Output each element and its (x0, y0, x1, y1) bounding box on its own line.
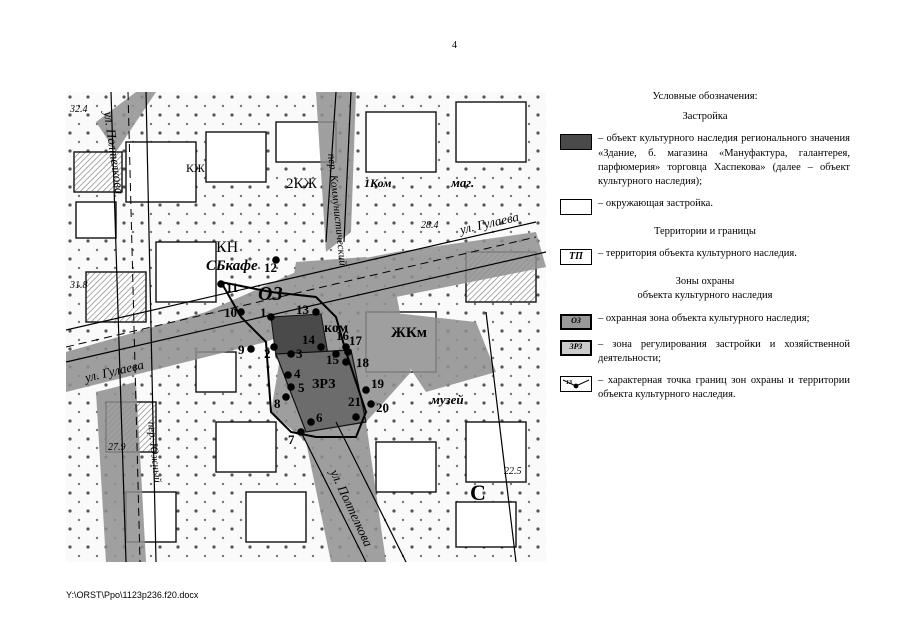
legend-item-territory: ТП – территория объекта культурного насл… (560, 247, 850, 266)
svg-text:32.4: 32.4 (69, 104, 88, 115)
svg-text:6: 6 (316, 410, 323, 425)
svg-text:20: 20 (376, 400, 389, 415)
svg-text:11: 11 (226, 280, 238, 295)
oz-swatch: ОЗ (560, 313, 592, 330)
svg-text:5: 5 (298, 380, 305, 395)
svg-text:ЖКм: ЖКм (391, 325, 427, 341)
svg-text:8: 8 (274, 396, 281, 411)
zrz-zone-label: ЗРЗ (312, 377, 336, 392)
svg-text:1Ком: 1Ком (364, 176, 391, 190)
svg-text:16: 16 (336, 328, 350, 343)
svg-text:2КЖ: 2КЖ (286, 176, 318, 192)
legend-section-zones: Зоны охраны объекта культурного наследия (637, 276, 773, 302)
svg-text:7: 7 (288, 432, 295, 447)
legend-item-oz: ОЗ – охранная зона объекта культурного н… (560, 312, 850, 330)
svg-text:3: 3 (296, 346, 303, 361)
regulation-zone (275, 349, 367, 433)
svg-text:17: 17 (349, 333, 363, 348)
svg-text:22.5: 22.5 (504, 466, 522, 477)
boundary-points (217, 256, 375, 436)
svg-text:15: 15 (326, 352, 340, 367)
svg-text:12: 12 (264, 260, 277, 275)
legend-item-point: 13 – характерная точка границ зон охраны… (560, 374, 850, 402)
svg-text:13: 13 (296, 302, 310, 317)
zoning-map: 1 2 3 4 5 6 7 8 9 10 11 12 13 14 15 16 1… (66, 92, 546, 562)
map-drawing: 1 2 3 4 5 6 7 8 9 10 11 12 13 14 15 16 1… (66, 92, 546, 562)
legend-item-surrounding: – окружающая застройка. (560, 197, 850, 216)
point-swatch: 13 (560, 375, 592, 392)
svg-text:музей: музей (430, 392, 464, 407)
svg-text:1: 1 (260, 305, 267, 320)
legend-item-zrz: ЗРЗ – зона регулирования застройки и хоз… (560, 338, 850, 366)
svg-text:19: 19 (371, 376, 385, 391)
heritage-swatch (560, 134, 592, 151)
surrounding-swatch (560, 199, 592, 216)
svg-text:27.9: 27.9 (108, 442, 126, 453)
svg-text:18: 18 (356, 355, 370, 370)
svg-text:14: 14 (302, 332, 316, 347)
svg-text:28.4: 28.4 (421, 220, 439, 231)
svg-text:КН: КН (216, 239, 239, 256)
svg-text:маг.: маг. (450, 175, 474, 190)
legend-section-buildings: Застройка (682, 111, 728, 123)
svg-text:21: 21 (348, 394, 361, 409)
page-number: 4 (452, 40, 457, 51)
svg-text:9: 9 (238, 342, 245, 357)
zrz-swatch: ЗРЗ (560, 339, 592, 356)
legend-section-territories: Территории и границы (654, 226, 756, 238)
legend-title: Условные обозначения: (652, 91, 758, 102)
svg-text:31.8: 31.8 (69, 280, 88, 291)
oz-zone-label: ОЗ (258, 283, 283, 305)
legend-item-heritage: – объект культурного наследия региональн… (560, 132, 850, 189)
file-path-footer: Y:\ORST\Ppo\1123p236.f20.docx (66, 590, 199, 600)
svg-text:СБкафе: СБкафе (206, 258, 258, 274)
svg-text:КЖ: КЖ (186, 161, 205, 175)
svg-text:13: 13 (566, 380, 572, 386)
svg-text:ком: ком (324, 321, 349, 336)
territory-swatch: ТП (560, 249, 592, 266)
legend: Условные обозначения: Застройка – объект… (560, 90, 850, 402)
svg-text:4: 4 (294, 366, 301, 381)
svg-text:2: 2 (264, 346, 271, 361)
svg-text:10: 10 (224, 305, 237, 320)
svg-text:С: С (470, 480, 486, 505)
